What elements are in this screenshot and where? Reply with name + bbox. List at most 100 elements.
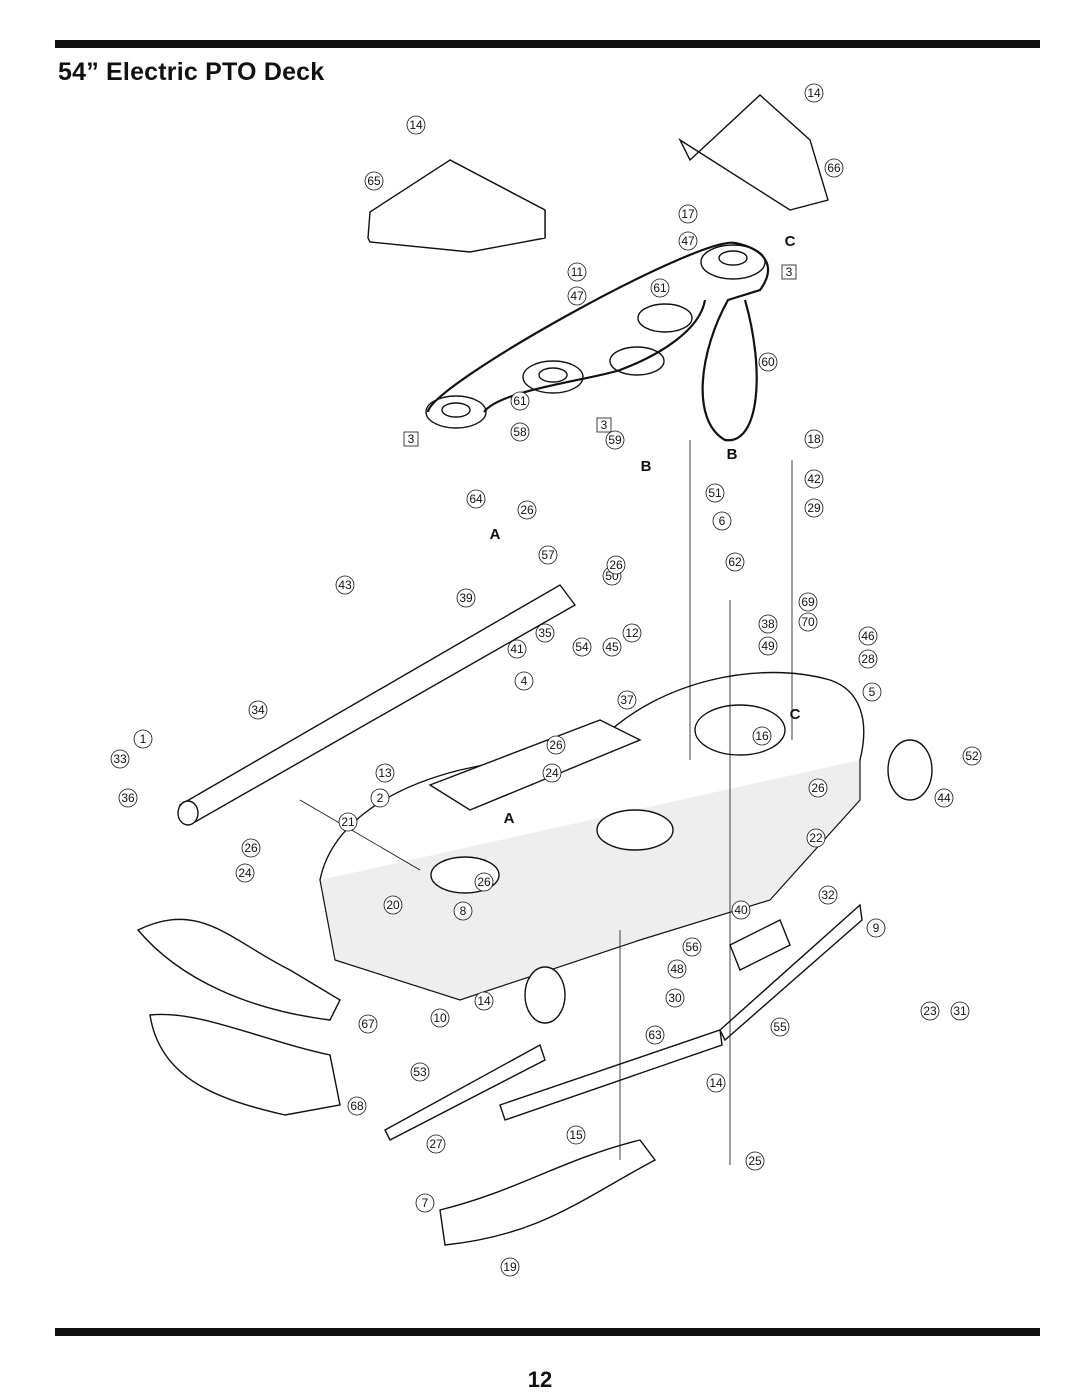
callout-2: 2	[370, 788, 390, 808]
section-marker-b: B	[641, 458, 652, 475]
callout-4: 4	[514, 671, 534, 691]
callout-circle	[456, 588, 476, 608]
callout-circle	[806, 828, 826, 848]
callout-21: 21	[338, 812, 358, 832]
callout-64: 64	[466, 489, 486, 509]
callout-number: 26	[609, 558, 623, 572]
callout-26: 26	[517, 500, 537, 520]
svg-text:3: 3	[786, 265, 793, 279]
callout-circle	[617, 690, 637, 710]
callout-8: 8	[453, 901, 473, 921]
callout-12: 12	[622, 623, 642, 643]
callout-number: 45	[605, 640, 619, 654]
callout-circle	[466, 489, 486, 509]
callout-number: 8	[460, 904, 467, 918]
callout-circle	[752, 726, 772, 746]
callout-35: 35	[535, 623, 555, 643]
callout-5: 5	[862, 682, 882, 702]
callout-number: 21	[341, 815, 355, 829]
callout-circle	[712, 511, 732, 531]
callout-31: 31	[950, 1001, 970, 1021]
callout-circle	[798, 612, 818, 632]
callout-circle	[667, 959, 687, 979]
callout-circle	[622, 623, 642, 643]
callout-number: 30	[668, 991, 682, 1005]
callout-circle	[605, 430, 625, 450]
callout-number: 6	[719, 514, 726, 528]
callout-circle	[682, 937, 702, 957]
callout-67: 67	[358, 1014, 378, 1034]
callout-number: 36	[121, 791, 135, 805]
callout-number: 61	[653, 281, 667, 295]
callout-28: 28	[858, 649, 878, 669]
callout-circle	[567, 262, 587, 282]
callout-number: 28	[861, 652, 875, 666]
callout-number: 7	[422, 1196, 429, 1210]
callout-circle	[383, 895, 403, 915]
callout-circle	[725, 552, 745, 572]
callout-65: 65	[364, 171, 384, 191]
callout-51: 51	[705, 483, 725, 503]
callout-number: 33	[113, 752, 127, 766]
callout-circle	[453, 901, 473, 921]
callout-24: 24	[235, 863, 255, 883]
callout-circle	[538, 545, 558, 565]
section-marker-a: A	[504, 810, 515, 827]
callout-20: 20	[383, 895, 403, 915]
callout-circle	[745, 1151, 765, 1171]
callout-34: 34	[248, 700, 268, 720]
callout-circle	[517, 500, 537, 520]
callout-circle	[758, 614, 778, 634]
section-marker-b: B	[727, 446, 738, 463]
callout-number: 9	[873, 921, 880, 935]
callout-number: 31	[953, 1004, 967, 1018]
callout-26: 26	[808, 778, 828, 798]
callout-circle	[862, 682, 882, 702]
callout-circle	[406, 115, 426, 135]
callout-number: 54	[575, 640, 589, 654]
callout-54: 54	[572, 637, 592, 657]
callout-15: 15	[566, 1125, 586, 1145]
callout-36: 36	[118, 788, 138, 808]
callout-circle	[920, 1001, 940, 1021]
callout-69: 69	[798, 592, 818, 612]
callout-number: 26	[549, 738, 563, 752]
callout-number: 66	[827, 161, 841, 175]
callout-circle	[248, 700, 268, 720]
callout-number: 17	[681, 207, 695, 221]
callout-number: 19	[503, 1260, 517, 1274]
page-number: 12	[527, 1367, 553, 1392]
callout-circle	[535, 623, 555, 643]
callout-number: 47	[681, 234, 695, 248]
callout-circle	[133, 729, 153, 749]
callout-61: 61	[510, 391, 530, 411]
callout-number: 25	[748, 1154, 762, 1168]
callout-46: 46	[858, 626, 878, 646]
callout-29: 29	[804, 498, 824, 518]
callout-45: 45	[602, 637, 622, 657]
callout-circle	[678, 204, 698, 224]
callout-circle	[858, 626, 878, 646]
callout-number: 20	[386, 898, 400, 912]
callout-number: 32	[821, 888, 835, 902]
callout-9: 9	[866, 918, 886, 938]
callout-number: 35	[538, 626, 552, 640]
callout-circle	[235, 863, 255, 883]
callout-43: 43	[335, 575, 355, 595]
callout-circle	[375, 763, 395, 783]
callout-number: 11	[571, 265, 584, 279]
callout-number: 42	[807, 472, 821, 486]
boxed-label: 3	[781, 264, 797, 280]
callout-number: 68	[350, 1099, 364, 1113]
callout-circle	[358, 1014, 378, 1034]
callout-number: 56	[685, 940, 699, 954]
callout-circle	[118, 788, 138, 808]
callout-number: 38	[761, 617, 775, 631]
callout-number: 39	[459, 591, 473, 605]
callout-47: 47	[678, 231, 698, 251]
callout-24: 24	[542, 763, 562, 783]
callout-number: 13	[378, 766, 392, 780]
callout-37: 37	[617, 690, 637, 710]
